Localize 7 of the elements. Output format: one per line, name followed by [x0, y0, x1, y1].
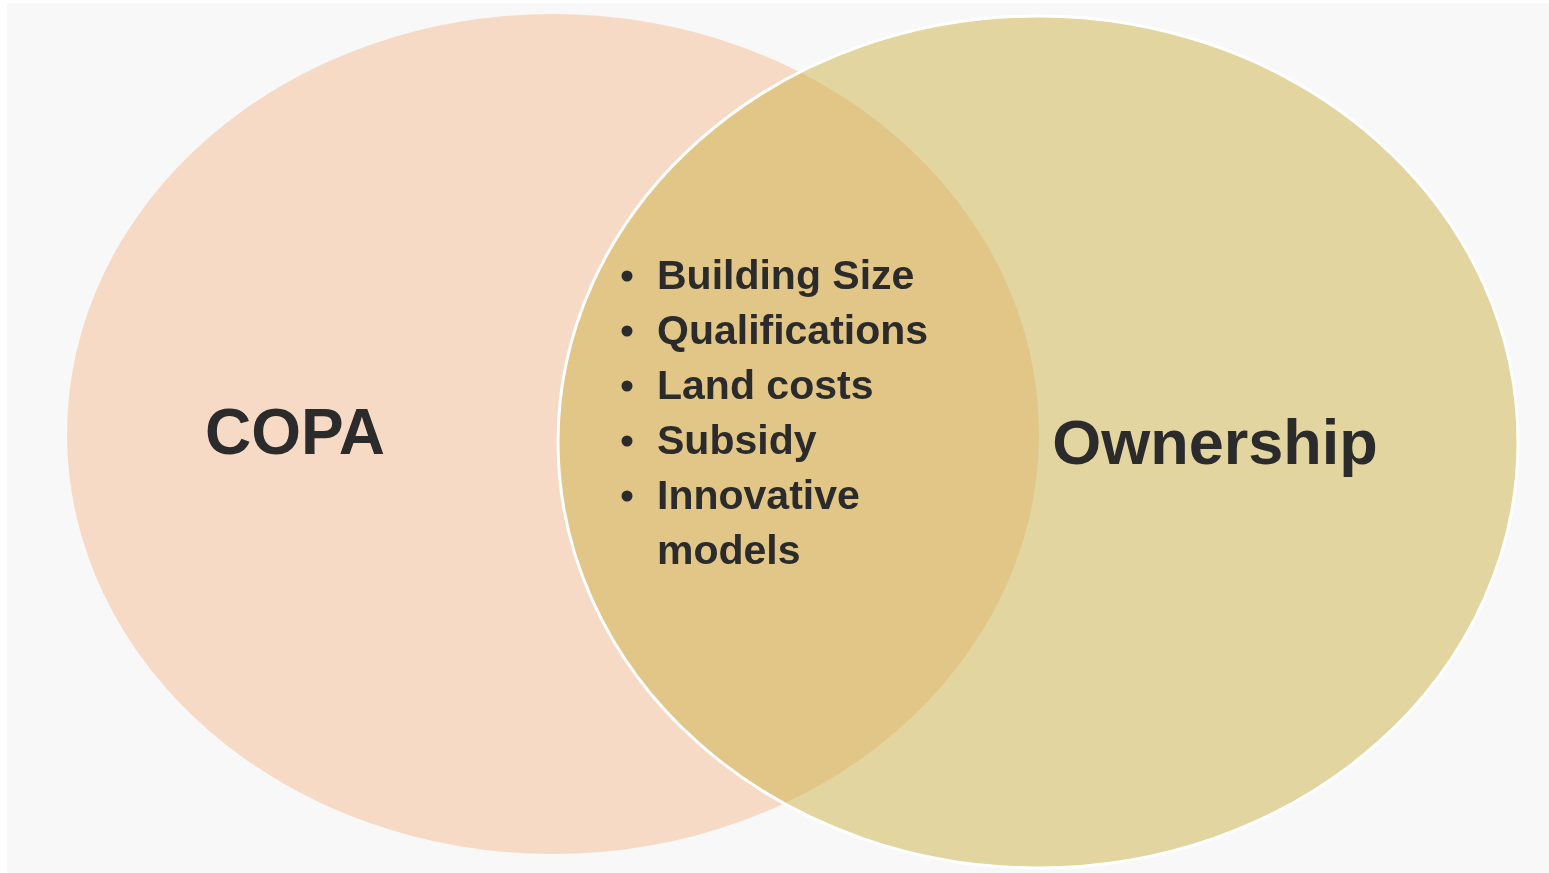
overlap-item: Land costs	[657, 361, 875, 410]
set-label: COPA	[204, 395, 386, 469]
overlap-item: Qualifications	[657, 306, 930, 355]
overlap-item: Innovative models	[657, 471, 861, 575]
overlap-item: Building Size	[657, 251, 916, 300]
overlap-item: Subsidy	[657, 416, 818, 465]
set-label: Ownership	[1052, 406, 1378, 478]
